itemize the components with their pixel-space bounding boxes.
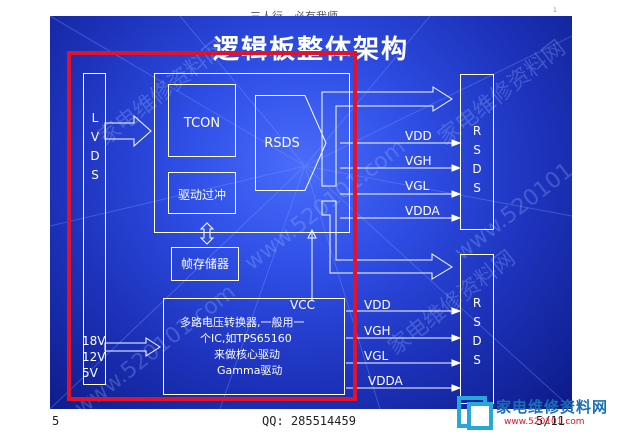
lower-signal-vgl: VGL [364,349,389,363]
logo-main-text: 家电维修资料网 [496,398,609,416]
rsds-output-top [460,74,494,230]
rsds-top-letter: D [472,162,482,176]
pmic-desc-line-4: Gamma驱动 [217,364,283,377]
frame-memory-block [171,247,239,281]
lower-output-arrow [321,200,453,280]
pmic-block [163,298,345,395]
lvds-bus [83,73,106,385]
slide-title: 逻辑板整体架构 [212,35,409,65]
footer-center: QQ: 285514459 [262,414,356,428]
rsds-bottom-letter: S [473,315,481,329]
pmic-desc-line-2: 个IC,如TPS65160 [200,332,292,345]
tcon-label: TCON [183,116,221,131]
voltage-5v: 5V [82,366,98,380]
upper-output-arrow [321,86,453,187]
memory-double-arrow [199,222,215,245]
lower-signal-vdda: VDDA [368,374,403,388]
voltage-18v: 18V [82,334,106,348]
lvds-letter: S [91,168,99,182]
site-logo: 家电维修资料网 www.520101.com [456,392,609,432]
drive-buffer-block [168,172,236,214]
lvds-to-tcon-arrow [104,114,152,148]
frame-memory-label: 帧存储器 [180,257,229,271]
vcc-arrowhead [307,228,317,239]
lvds-letter: L [91,111,99,125]
lower-signal-vgh: VGH [364,324,391,338]
upper-signal-vgh: VGH [405,154,432,168]
lvds-label: L V D S [84,109,106,185]
rsds-bottom-letter: R [472,296,482,310]
rsds-output-top-label: R S D S [460,122,494,198]
pmic-desc-line-3: 来做核心驱动 [214,348,280,361]
drive-buffer-label: 驱动过冲 [177,188,226,202]
tcon-block [168,84,236,157]
rsds-label: RSDS [264,136,300,151]
lvds-to-pmic-arrow [104,337,161,357]
voltage-12v: 12V [82,350,106,364]
lower-signal-vdd: VDD [364,298,391,312]
slide: 家电维修资料网 www.520101.com 家电维修资料网 www.52010… [50,16,572,409]
header-page-mark: 1 [553,7,557,14]
rsds-top-letter: S [473,181,481,195]
rsds-top-letter: S [473,143,481,157]
highlight-frame [67,51,357,401]
pmic-desc-line-1: 多路电压转换器,一般用一 [180,316,305,329]
upper-signal-vgl: VGL [405,179,430,193]
upper-signal-vdda: VDDA [405,204,440,218]
footer-left: 5 [52,414,60,428]
lvds-letter: V [90,130,100,144]
rsds-bottom-letter: S [473,353,481,367]
rsds-top-letter: R [472,124,482,138]
lvds-letter: D [90,149,100,163]
logo-url-text: www.520101.com [504,417,585,427]
rsds-bottom-letter: D [472,334,482,348]
connectors [104,86,462,392]
pmic-vcc-label: VCC [290,298,315,312]
rsds-output-bottom-label: R S D S [460,294,494,370]
logic-block [154,73,350,233]
upper-signal-vdd: VDD [405,129,432,143]
footer-right: 5/11 [536,414,565,428]
logo-mark-icon [457,396,493,430]
rsds-arrow-block [255,95,327,191]
